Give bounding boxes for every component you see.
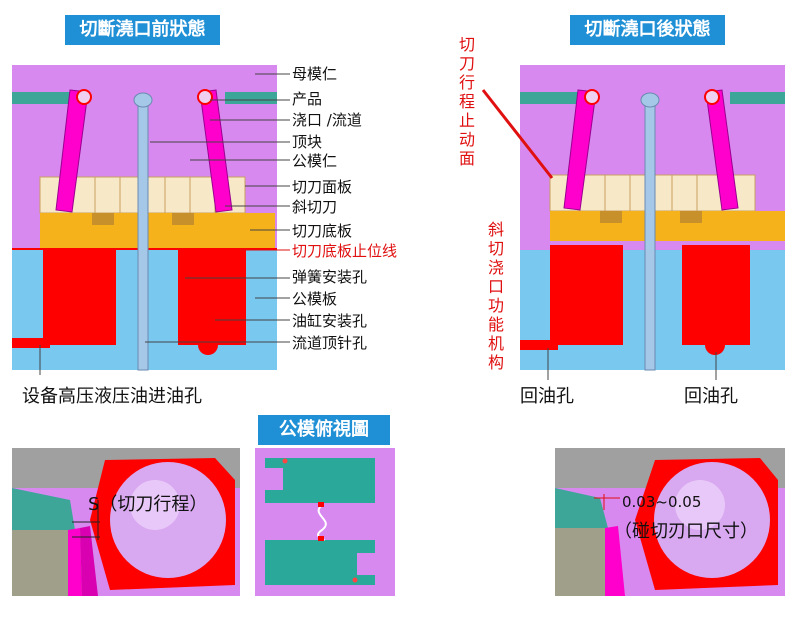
top-view	[255, 448, 395, 596]
detail-left	[12, 448, 240, 596]
label-cylinder-hole: 油缸安装孔	[292, 312, 368, 330]
label-clearance-value: 0.03~0.05	[622, 493, 702, 511]
label-gate-runner: 浇口 /流道	[292, 111, 362, 129]
left-assembly	[12, 65, 290, 375]
label-return-right: 回油孔	[684, 386, 738, 407]
label-vertical-mechanism: 斜切浇口功能机构	[487, 220, 504, 372]
label-lifter: 顶块	[292, 133, 323, 151]
title-after: 切斷澆口後狀態	[570, 15, 725, 45]
right-assembly	[520, 65, 785, 380]
label-oil-inlet: 设备高压液压油进油孔	[22, 386, 202, 407]
label-cutter-face-plate: 切刀面板	[292, 178, 353, 196]
label-stop-line: 切刀底板止位线	[292, 242, 398, 260]
label-cutter-bottom-plate: 切刀底板	[292, 222, 353, 240]
label-product: 产品	[292, 90, 323, 108]
label-cutter-stroke: S（切刀行程）	[88, 494, 208, 515]
title-top-view: 公模俯視圖	[258, 415, 390, 445]
label-clearance-note: （碰切刃口尺寸）	[614, 521, 758, 542]
label-core-insert: 公模仁	[292, 152, 338, 170]
label-spring-hole: 弹簧安装孔	[292, 268, 368, 286]
label-angled-cutter: 斜切刀	[292, 198, 338, 216]
title-before: 切斷澆口前狀態	[65, 15, 220, 45]
detail-right	[555, 448, 785, 596]
label-cavity-insert: 母模仁	[292, 65, 338, 83]
label-vertical-stop-surface: 切刀行程止动面	[458, 35, 475, 168]
label-return-left: 回油孔	[520, 386, 574, 407]
label-runner-ejector-hole: 流道顶针孔	[292, 334, 368, 352]
label-core-plate: 公模板	[292, 290, 338, 308]
